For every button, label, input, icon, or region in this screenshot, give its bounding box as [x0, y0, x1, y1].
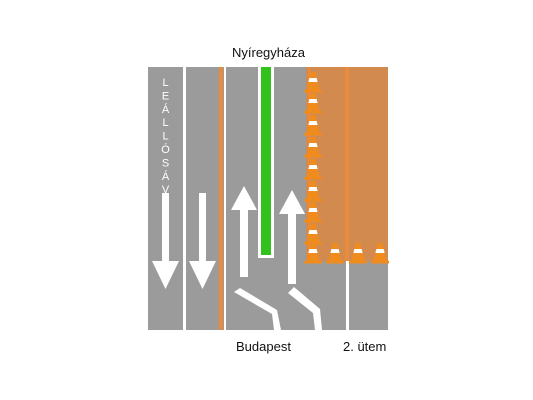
shoulder-letter: V [162, 184, 170, 196]
work-zone-divider-line [345, 67, 349, 261]
shoulder-letter: Á [162, 170, 170, 183]
shoulder-edge-line [183, 67, 186, 330]
arrow-up-icon [231, 186, 257, 277]
direction-label-budapest: Budapest [236, 339, 291, 354]
shoulder-letter: Ó [161, 143, 170, 156]
shoulder-letter: L [162, 131, 168, 143]
arrow-up-icon [279, 190, 305, 284]
arrow-down-icon [189, 193, 216, 289]
direction-divider-line [224, 67, 226, 330]
shoulder-letter: S [162, 157, 169, 169]
phase-label: 2. ütem [343, 339, 387, 354]
shoulder-letter: L [162, 77, 168, 89]
arrow-down-icon [152, 193, 179, 289]
shoulder-letter: L [162, 117, 168, 129]
temporary-lane-line [219, 67, 223, 330]
shoulder-letter: Á [162, 103, 170, 116]
shoulder-letter: E [162, 90, 169, 102]
work-zone-divider-white [346, 261, 349, 330]
median-green-line [261, 67, 271, 255]
direction-label-nyiregyhaza: Nyíregyháza [232, 45, 305, 60]
lane-shift-marking-right [288, 287, 322, 330]
lane-shift-marking-left [234, 288, 281, 330]
